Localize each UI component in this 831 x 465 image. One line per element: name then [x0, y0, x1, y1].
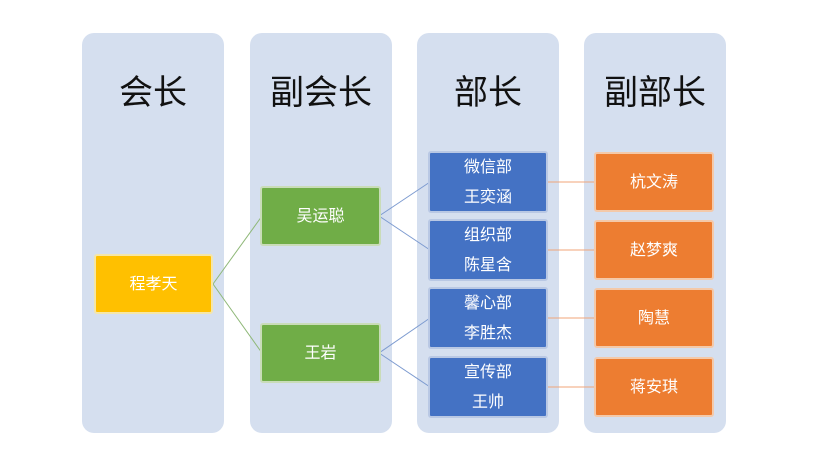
connector-vp2-dept4: [378, 352, 431, 388]
deputy-name-4: 蒋安琪: [629, 377, 678, 396]
department-name-2: 组织部: [463, 225, 512, 244]
deputy-name-3: 陶慧: [637, 308, 670, 327]
deputy-name-2: 赵梦爽: [629, 240, 678, 259]
deputy-node-2: 赵梦爽: [594, 220, 714, 280]
department-name-1: 微信部: [463, 157, 512, 176]
vice-president-name-2: 王岩: [304, 343, 337, 362]
department-head-3: 李胜杰: [463, 323, 512, 342]
connector-vp1-dept2: [378, 215, 431, 251]
department-node-2: 组织部 陈星含: [428, 219, 548, 281]
connector-vp2-dept3: [378, 317, 431, 354]
connector-president-vp1: [212, 215, 263, 285]
department-name-4: 宣传部: [463, 362, 512, 381]
president-name: 程孝天: [129, 274, 178, 293]
deputy-node-3: 陶慧: [594, 288, 714, 348]
column-title-deputy-head: 副部长: [604, 73, 706, 113]
connector-president-vp2: [212, 283, 263, 354]
vice-president-name-1: 吴运聪: [296, 206, 345, 225]
vice-president-node-2: 王岩: [260, 323, 381, 383]
column-title-department-head: 部长: [454, 73, 522, 113]
president-node: 程孝天: [94, 254, 213, 314]
department-node-3: 馨心部 李胜杰: [428, 287, 548, 349]
deputy-node-4: 蒋安琪: [594, 357, 714, 417]
department-node-1: 微信部 王奕涵: [428, 151, 548, 213]
column-title-vice-president: 副会长: [270, 73, 372, 113]
connector-vp1-dept1: [378, 181, 431, 217]
deputy-name-1: 杭文涛: [629, 172, 678, 191]
deputy-node-1: 杭文涛: [594, 152, 714, 212]
department-node-4: 宣传部 王帅: [428, 356, 548, 418]
department-head-1: 王奕涵: [463, 187, 512, 206]
vice-president-node-1: 吴运聪: [260, 186, 381, 246]
column-president: 会长: [82, 33, 224, 433]
department-name-3: 馨心部: [463, 293, 512, 312]
column-title-president: 会长: [119, 73, 187, 113]
department-head-2: 陈星含: [463, 255, 512, 274]
department-head-4: 王帅: [471, 392, 504, 411]
